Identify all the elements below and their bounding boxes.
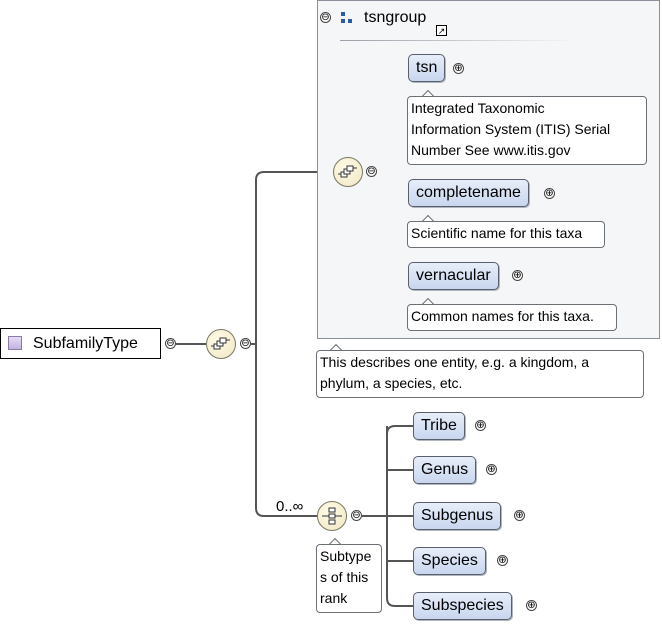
element-vernacular-expand-icon[interactable]: ⊕ [512, 270, 523, 281]
annotation-line: Scientific name for this taxa [411, 225, 583, 241]
element-genus[interactable]: Genus [413, 456, 477, 484]
annotation-line: Integrated Taxonomic [411, 100, 545, 116]
choice-icon [322, 507, 342, 525]
element-completename-expand-icon[interactable]: ⊕ [544, 188, 555, 199]
annotation-line: Number See www.itis.gov [411, 142, 571, 158]
annotation-line: s of this [320, 569, 369, 585]
element-subgenus[interactable]: Subgenus [413, 502, 502, 530]
group-sequence-compositor[interactable] [333, 157, 363, 187]
element-subspecies[interactable]: Subspecies [413, 592, 512, 620]
complex-type-icon [8, 336, 22, 350]
sequence-icon [338, 165, 357, 178]
group-title-underline [340, 40, 576, 41]
element-subgenus-expand-icon[interactable]: ⊕ [514, 510, 525, 521]
element-subspecies-expand-icon[interactable]: ⊕ [526, 600, 537, 611]
choice-occurrence-label: 0..∞ [276, 498, 304, 515]
annotation-line: rank [320, 590, 348, 606]
sequence-icon [211, 337, 230, 350]
annotation-tsngroup: This describes one entity, e.g. a kingdo… [316, 350, 644, 398]
element-tribe-expand-icon[interactable]: ⊕ [475, 420, 486, 431]
group-title[interactable]: tsngroup [364, 9, 427, 26]
root-element-subfamilytype[interactable]: SubfamilyType [0, 328, 161, 359]
element-tribe[interactable]: Tribe [413, 412, 465, 440]
element-species[interactable]: Species [413, 547, 486, 575]
root-collapse-icon[interactable]: ⊖ [165, 338, 176, 349]
root-sequence-collapse-icon[interactable]: ⊖ [240, 338, 251, 349]
annotation-line: Information System (ITIS) Serial [411, 121, 611, 137]
choice-compositor[interactable] [317, 501, 347, 531]
annotation-completename: Scientific name for this taxa [407, 221, 605, 248]
element-vernacular[interactable]: vernacular [408, 262, 499, 290]
annotation-choice: Subtype s of this rank [316, 544, 382, 613]
choice-collapse-icon[interactable]: ⊖ [351, 510, 362, 521]
element-completename[interactable]: completename [408, 179, 529, 207]
group-collapse-icon[interactable]: ⊖ [320, 12, 331, 23]
group-reference-icon [341, 12, 352, 23]
group-sequence-collapse-icon[interactable]: ⊖ [366, 166, 377, 177]
annotation-line: This describes one entity, e.g. a kingdo… [320, 354, 589, 370]
link-arrow-icon[interactable]: ↗ [436, 25, 447, 36]
annotation-tsn: Integrated Taxonomic Information System … [407, 96, 647, 165]
element-genus-expand-icon[interactable]: ⊕ [486, 464, 497, 475]
annotation-line: Common names for this taxa. [411, 308, 594, 324]
annotation-line: Subtype [320, 548, 372, 564]
root-sequence-compositor[interactable] [206, 329, 236, 359]
element-tsn[interactable]: tsn [408, 54, 446, 82]
annotation-vernacular: Common names for this taxa. [407, 304, 617, 331]
annotation-line: phylum, a species, etc. [320, 375, 463, 391]
element-tsn-expand-icon[interactable]: ⊕ [453, 63, 464, 74]
element-species-expand-icon[interactable]: ⊕ [497, 555, 508, 566]
